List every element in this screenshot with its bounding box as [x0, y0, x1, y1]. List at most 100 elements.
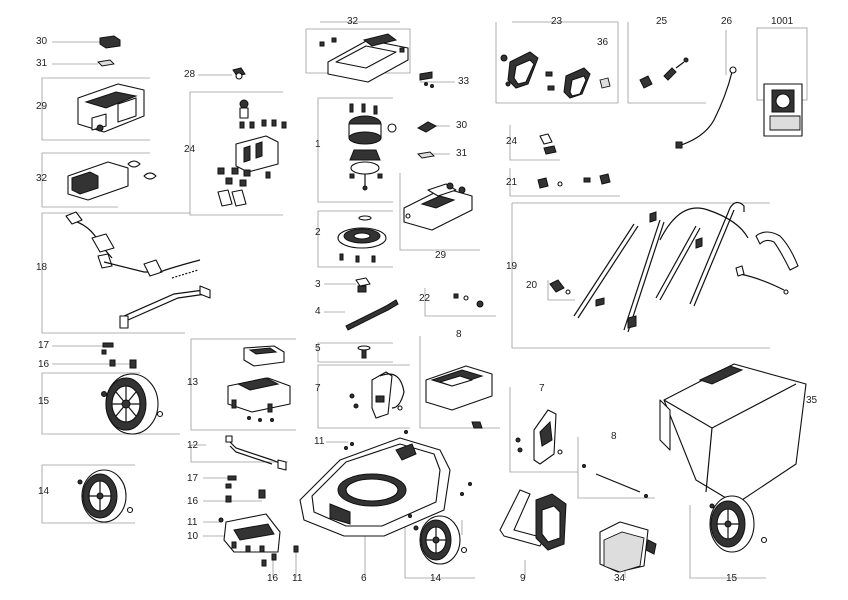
part-10-rear-flap — [218, 513, 281, 553]
part-12-axle — [225, 435, 287, 471]
callout-10: 10 — [187, 531, 199, 542]
part-6-mower-deck — [299, 430, 472, 537]
part-30-latch — [99, 35, 121, 49]
part-9-catcher-frame — [499, 489, 567, 551]
callout-22: 22 — [419, 293, 431, 304]
part-34-bag-cover — [599, 521, 657, 573]
part-21-clamps — [537, 173, 611, 189]
callout-28: 28 — [184, 69, 196, 80]
callout-36: 36 — [597, 37, 609, 48]
callout-16-b: 16 — [187, 496, 199, 507]
part-3-blade-holder — [355, 277, 371, 293]
part-13-cover — [227, 345, 291, 422]
callout-26: 26 — [721, 16, 733, 27]
callout-11: 11 — [187, 517, 198, 528]
callout-29-b: 29 — [435, 250, 447, 261]
part-31-label-b — [417, 151, 435, 159]
callout-1001: 1001 — [771, 16, 794, 27]
part-17-pin-b — [225, 475, 237, 489]
part-2-fan — [337, 215, 387, 263]
part-28-clip — [232, 67, 246, 80]
part-25-connectors — [639, 57, 689, 89]
part-8-battery-cover — [425, 365, 493, 429]
part-19-handle — [573, 201, 799, 333]
callout-6: 6 — [361, 573, 367, 584]
callout-30-b: 30 — [456, 120, 468, 131]
callout-17-b: 17 — [187, 473, 199, 484]
part-18-lever-assembly — [65, 211, 211, 329]
callout-11-b: 11 — [292, 573, 303, 584]
callout-31: 31 — [36, 58, 48, 69]
callout-11-c: 11 — [314, 436, 325, 447]
part-23-switch-parts — [500, 51, 591, 99]
callout-33: 33 — [458, 76, 470, 87]
part-24-switch-box — [217, 99, 287, 207]
callout-4: 4 — [315, 306, 321, 317]
callout-23: 23 — [551, 16, 563, 27]
part-33-bracket — [419, 71, 434, 88]
part-15-rear-wheel — [101, 373, 164, 435]
callout-29: 29 — [36, 101, 48, 112]
callout-16-c: 16 — [267, 573, 279, 584]
part-29-battery-housing — [77, 83, 145, 133]
callout-31-b: 31 — [456, 148, 468, 159]
callout-5: 5 — [315, 343, 321, 354]
callout-14: 14 — [38, 486, 50, 497]
callout-1: 1 — [315, 139, 321, 150]
callout-9: 9 — [520, 573, 526, 584]
part-32-top-cover — [319, 33, 409, 83]
callout-30: 30 — [36, 36, 48, 47]
callout-14-b: 14 — [430, 573, 442, 584]
callout-18: 18 — [36, 262, 48, 273]
part-17-pin — [101, 342, 114, 355]
part-7-height-adjuster — [349, 371, 405, 419]
callout-34: 34 — [614, 573, 626, 584]
part-35-grass-bag — [659, 363, 807, 505]
callout-15-b: 15 — [726, 573, 738, 584]
part-14-front-wheel — [77, 469, 134, 523]
part-7-height-adjuster-b — [515, 409, 563, 465]
part-29-battery-housing-b — [403, 182, 473, 231]
part-1-motor — [348, 103, 397, 191]
callout-24-b: 24 — [506, 136, 518, 147]
part-16-bolt-b — [225, 489, 266, 503]
part-15-rear-wheel-b — [709, 495, 768, 553]
callout-19: 19 — [506, 261, 518, 272]
part-8-rod — [582, 464, 648, 498]
callout-24: 24 — [184, 144, 196, 155]
callout-7-b: 7 — [539, 383, 545, 394]
part-22-screw-set — [453, 293, 484, 308]
part-24-switch-cap — [539, 133, 557, 155]
part-36-label — [599, 77, 611, 89]
callout-7: 7 — [315, 383, 321, 394]
part-16-bolt — [109, 359, 137, 369]
callout-8-b: 8 — [611, 431, 617, 442]
callout-3: 3 — [315, 279, 321, 290]
part-1001-manual — [763, 83, 803, 137]
callout-35: 35 — [806, 395, 818, 406]
callout-16: 16 — [38, 359, 50, 370]
callout-32-b: 32 — [347, 16, 359, 27]
callout-21: 21 — [506, 177, 518, 188]
callout-17: 17 — [38, 340, 50, 351]
part-30-latch-b — [416, 121, 438, 133]
part-5-bolt — [357, 345, 371, 359]
leader-lines — [41, 21, 808, 579]
part-16-screws-c — [261, 545, 299, 567]
part-32-battery-cover — [67, 160, 157, 201]
callout-12: 12 — [187, 440, 199, 451]
callout-2: 2 — [315, 227, 321, 238]
callout-25: 25 — [656, 16, 668, 27]
part-14-front-wheel-b — [413, 515, 468, 565]
part-26-cable — [675, 66, 737, 149]
callout-32: 32 — [36, 173, 48, 184]
part-4-blade — [345, 299, 399, 331]
part-31-label — [97, 59, 115, 67]
callout-15: 15 — [38, 396, 50, 407]
part-20-knob — [549, 279, 571, 295]
callout-13: 13 — [187, 377, 199, 388]
callout-20: 20 — [526, 280, 538, 291]
callout-8: 8 — [456, 329, 462, 340]
